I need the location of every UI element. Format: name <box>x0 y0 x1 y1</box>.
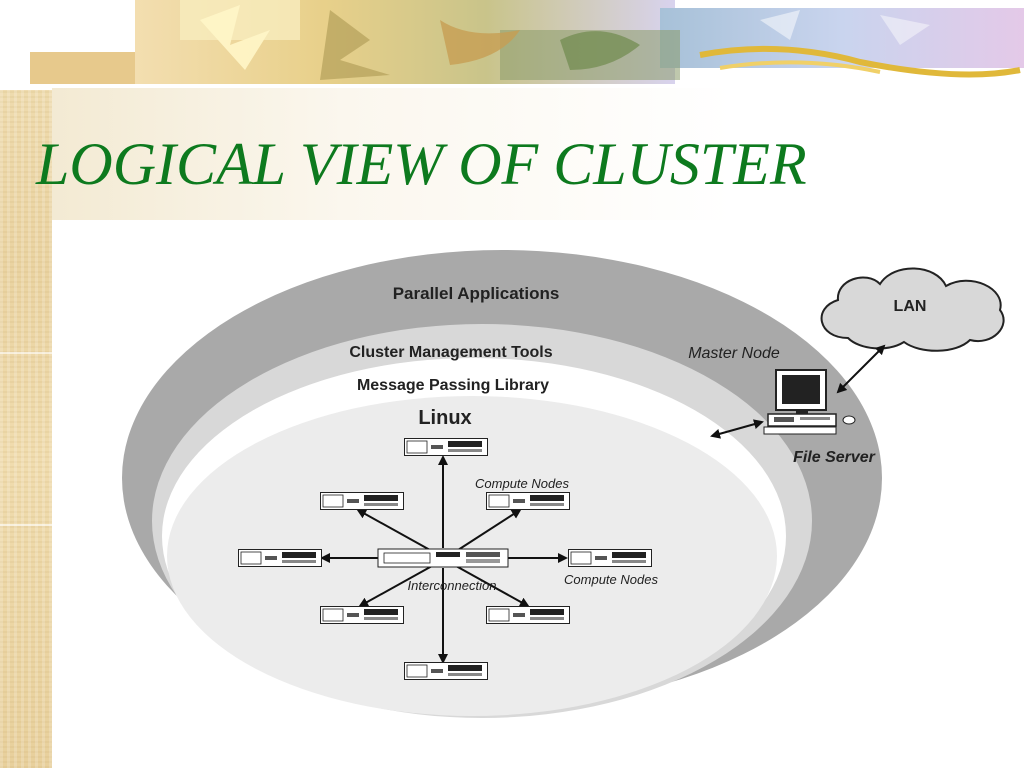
slide-title: LOGICAL VIEW OF CLUSTER <box>36 131 807 197</box>
server-node-icon <box>568 549 652 567</box>
message-passing-library-label: Message Passing Library <box>357 377 549 394</box>
linux-label: Linux <box>418 407 471 429</box>
strip-seam <box>0 524 52 526</box>
server-node-icon <box>320 606 404 624</box>
network-switch-icon <box>377 548 509 568</box>
cloud-icon <box>820 267 1005 352</box>
server-node-icon <box>238 549 322 567</box>
decorative-banner <box>0 0 1024 90</box>
server-node-icon <box>320 492 404 510</box>
interconnection-label: Interconnection <box>408 578 497 593</box>
server-node-icon <box>404 438 488 456</box>
decorative-left-strip <box>0 0 52 768</box>
banner-artwork <box>0 0 1024 90</box>
link-upper-left <box>356 509 431 551</box>
master-node-label: Master Node <box>688 345 780 362</box>
lan-label: LAN <box>894 298 927 315</box>
link-upper-right <box>457 508 522 551</box>
link-master-to-lan <box>836 344 886 394</box>
link-lower-right <box>455 565 530 607</box>
desktop-computer-icon <box>763 369 856 435</box>
parallel-applications-label: Parallel Applications <box>393 284 560 303</box>
file-server-label: File Server <box>793 449 876 466</box>
compute-nodes-label-top: Compute Nodes <box>475 476 569 491</box>
cluster-management-tools-label: Cluster Management Tools <box>349 344 552 361</box>
server-node-icon <box>404 662 488 680</box>
compute-nodes-label-right: Compute Nodes <box>564 572 658 587</box>
strip-seam <box>0 352 52 354</box>
link-lower-left <box>358 565 433 607</box>
link-master-to-cluster <box>710 419 764 439</box>
title-band <box>52 88 1024 220</box>
server-node-icon <box>486 606 570 624</box>
server-node-icon <box>486 492 570 510</box>
